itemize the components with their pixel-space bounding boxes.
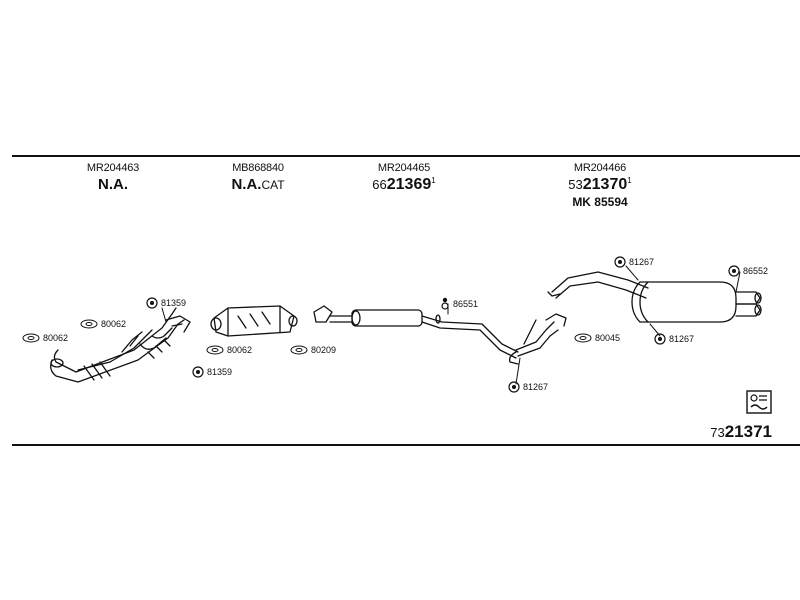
front-pipe <box>50 307 191 383</box>
part-number: 66213691 <box>372 176 436 193</box>
part-number: 53213701 <box>568 176 632 193</box>
center-pipe <box>313 305 567 365</box>
rubber-hanger-icon <box>146 297 158 309</box>
callout-81267-lower: 81267 <box>654 333 694 345</box>
gasket-ring-icon <box>80 319 98 329</box>
rear-muffler <box>547 271 762 323</box>
part-ref: MR204463 <box>86 162 140 174</box>
gasket-ring-icon <box>206 345 224 355</box>
part-availability: N.A. <box>98 176 128 193</box>
callout-86552: 86552 <box>728 265 768 277</box>
leader-lines <box>161 265 741 385</box>
callout-81267-center: 81267 <box>508 381 548 393</box>
top-rule <box>12 155 800 157</box>
rubber-hanger-icon <box>614 256 626 268</box>
bottom-rule <box>12 444 800 446</box>
diagram-code: 7321371 <box>710 422 772 441</box>
rubber-hanger-icon <box>728 265 740 277</box>
part-availability: N.A.CAT <box>231 176 285 193</box>
hanger-bolt-icon <box>441 297 449 310</box>
callout-81359-top: 81359 <box>146 297 186 309</box>
callout-80062-left: 80062 <box>22 333 68 343</box>
column-header-4: MR204466 53213701 MK 85594 <box>556 162 644 209</box>
gasket-ring-icon <box>574 333 592 343</box>
part-mk-number: MK 85594 <box>572 195 628 209</box>
column-header-2: MB868840 N.A.CAT <box>222 162 294 193</box>
callout-86551: 86551 <box>440 297 478 311</box>
column-header-1: MR204463 N.A. <box>78 162 148 193</box>
callout-80062-cat: 80062 <box>206 345 252 355</box>
rubber-hanger-icon <box>508 381 520 393</box>
rubber-hanger-icon <box>192 366 204 378</box>
part-ref: MB868840 <box>232 162 284 174</box>
catalytic-converter <box>210 305 298 337</box>
mounting-kit-icon <box>746 390 772 414</box>
callout-81359-bottom: 81359 <box>192 366 232 378</box>
gasket-ring-icon <box>290 345 308 355</box>
callout-80209: 80209 <box>290 345 336 355</box>
part-ref: MR204465 <box>377 162 431 174</box>
part-ref: MR204466 <box>573 162 627 174</box>
gasket-ring-icon <box>22 333 40 343</box>
rubber-hanger-icon <box>654 333 666 345</box>
column-header-3: MR204465 66213691 <box>362 162 446 194</box>
callout-81267-upper: 81267 <box>614 256 654 268</box>
callout-80062-upper: 80062 <box>80 319 126 329</box>
callout-80045: 80045 <box>574 333 620 343</box>
